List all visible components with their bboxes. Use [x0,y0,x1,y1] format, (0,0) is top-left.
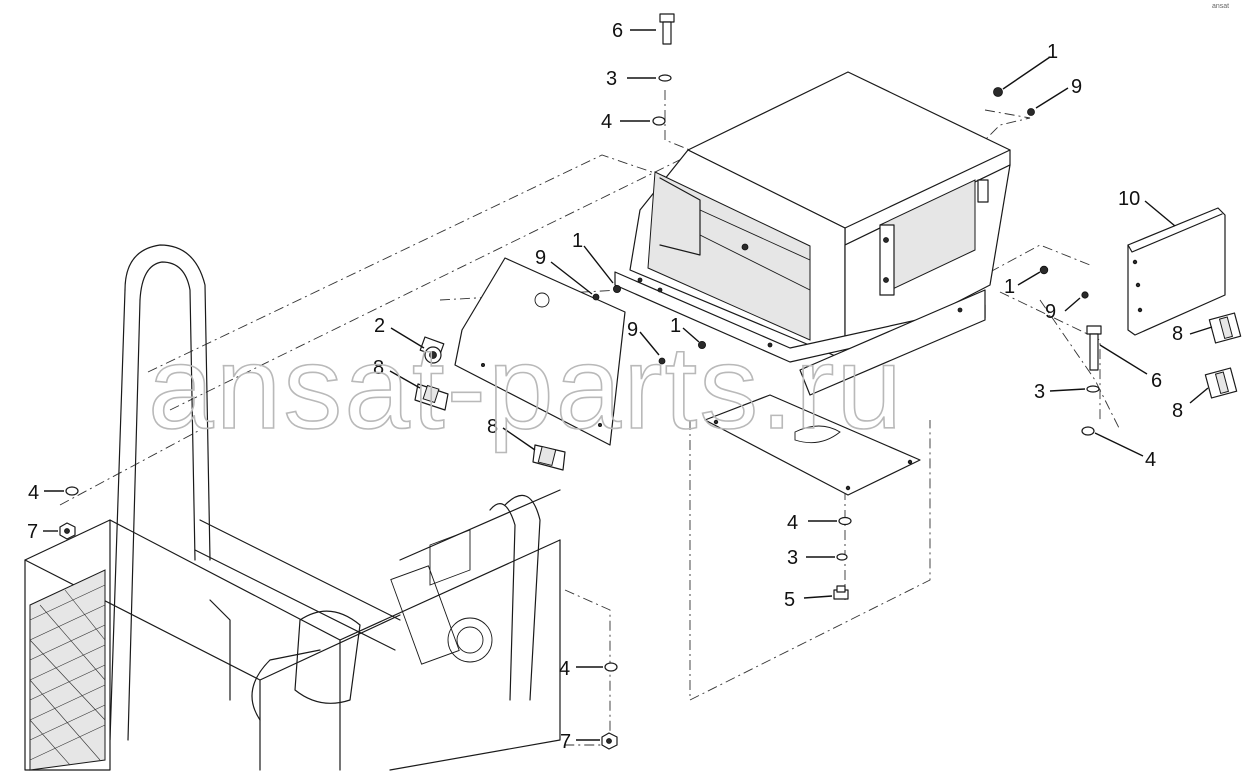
callout-labels: 6 3 4 1 9 10 1 9 8 6 3 8 4 9 1 2 8 9 1 8… [27,20,1183,753]
callout-6: 6 [612,20,623,42]
callout-10: 10 [1118,188,1140,210]
flat-washer-icon [1081,426,1095,436]
hinge-icon [1204,367,1238,399]
hinge-icon [1208,312,1242,344]
callout-4: 4 [601,111,612,133]
washer-icon [1086,385,1100,393]
callout-2: 2 [374,315,385,337]
grommet-icon [1027,108,1035,116]
callout-8: 8 [487,416,498,438]
callout-3: 3 [1034,381,1045,403]
machine-frame [24,244,561,771]
washer-icon [658,74,672,82]
grommet-icon [658,357,666,365]
flat-washer-icon [604,662,618,672]
nut-icon [698,340,707,349]
bolt-icon [833,585,849,600]
callout-1: 1 [1004,276,1015,298]
nut-icon [1039,265,1049,275]
callout-1: 1 [1047,41,1058,63]
hinge-icon [532,444,566,471]
corner-logo: ansat [1212,3,1229,10]
callout-8: 8 [373,357,384,379]
bottom-plate [704,394,921,496]
hood-box [614,71,1011,396]
callout-8: 8 [1172,323,1183,345]
callout-9: 9 [627,319,638,341]
grommet-icon [592,293,600,301]
callout-1: 1 [670,315,681,337]
latch-icon [419,336,445,364]
grommet-icon [1081,291,1089,299]
callout-4: 4 [1145,449,1156,471]
hinge-icon [414,383,449,411]
nut-icon [59,522,76,540]
flat-washer-icon [652,116,666,126]
callout-9: 9 [535,247,546,269]
callout-9: 9 [1045,301,1056,323]
washer-icon [836,553,848,561]
leader-lines [43,29,1213,741]
callout-6: 6 [1151,370,1162,392]
hardware [59,13,1242,750]
nut-icon [601,732,618,750]
vent-mesh [29,569,106,771]
callout-3: 3 [787,547,798,569]
access-panel [454,257,626,446]
flat-washer-icon [65,486,79,496]
bolt-icon [659,13,675,45]
nut-icon [993,87,1003,97]
callout-8: 8 [1172,400,1183,422]
callout-3: 3 [606,68,617,90]
watermark-text: ansat-parts.ru [148,322,904,454]
callout-4: 4 [559,658,570,680]
side-cover [1127,207,1226,336]
bolt-icon [1086,325,1102,371]
callout-7: 7 [27,521,38,543]
callout-9: 9 [1071,76,1082,98]
callout-7: 7 [560,731,571,753]
callout-1: 1 [572,230,583,252]
flat-washer-icon [838,516,852,526]
nut-icon [613,284,622,293]
callout-5: 5 [784,589,795,611]
callout-4: 4 [787,512,798,534]
callout-4: 4 [28,482,39,504]
